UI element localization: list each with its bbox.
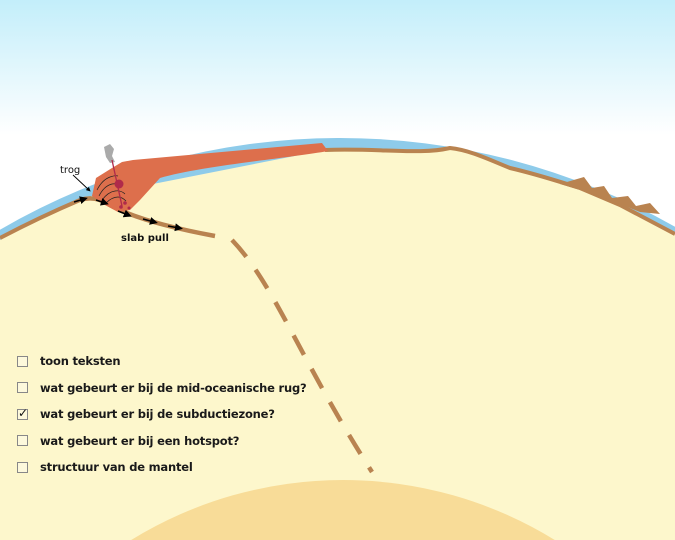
option-subduction-zone[interactable]: wat gebeurt er bij de subductiezone?: [17, 401, 307, 428]
mountains: [560, 177, 660, 214]
slab-pull-label: slab pull: [121, 233, 169, 244]
magma-droplet: [119, 205, 123, 209]
trough-label: trog: [60, 165, 80, 176]
core: [131, 480, 555, 540]
option-hotspot[interactable]: wat gebeurt er bij een hotspot?: [17, 428, 307, 455]
oceanic-crust-left: [0, 198, 81, 240]
checkbox-checked[interactable]: [17, 406, 28, 420]
magma-chamber: [114, 179, 124, 189]
oceanic-crust-right: [324, 145, 675, 236]
option-show-texts[interactable]: toon teksten: [17, 348, 307, 375]
option-label: wat gebeurt er bij de subductiezone?: [40, 407, 275, 422]
mantle: [0, 148, 675, 540]
option-mid-ocean-ridge[interactable]: wat gebeurt er bij de mid-oceanische rug…: [17, 375, 307, 402]
option-mantle-structure[interactable]: structuur van de mantel: [17, 454, 307, 481]
option-label: toon teksten: [40, 354, 121, 369]
checkbox[interactable]: [17, 461, 28, 473]
checkbox[interactable]: [17, 382, 28, 394]
options-menu: toon teksten wat gebeurt er bij de mid-o…: [17, 348, 307, 481]
continent: [92, 143, 328, 212]
magma-droplet: [127, 206, 131, 210]
trough-pointer-arrow: [72, 174, 91, 192]
option-label: wat gebeurt er bij een hotspot?: [40, 433, 240, 448]
checkbox[interactable]: [17, 355, 28, 367]
ash-cloud-icon: [104, 144, 115, 163]
option-label: wat gebeurt er bij de mid-oceanische rug…: [40, 380, 307, 395]
option-label: structuur van de mantel: [40, 460, 193, 475]
slab-motion-arrows: [73, 196, 183, 232]
magma-droplet: [123, 201, 127, 205]
checkbox[interactable]: [17, 435, 28, 447]
